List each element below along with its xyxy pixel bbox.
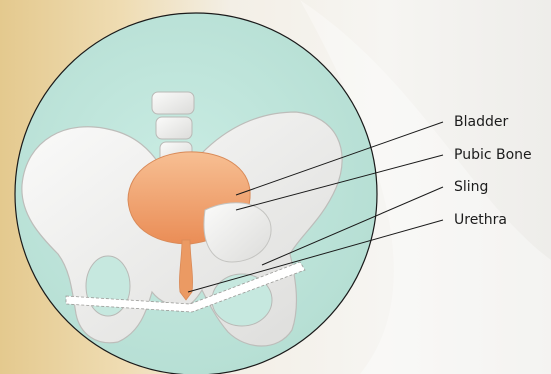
label-sling: Sling — [454, 179, 488, 195]
label-bladder: Bladder — [454, 114, 508, 130]
label-urethra: Urethra — [454, 212, 507, 228]
label-pubic-bone: Pubic Bone — [454, 147, 532, 163]
